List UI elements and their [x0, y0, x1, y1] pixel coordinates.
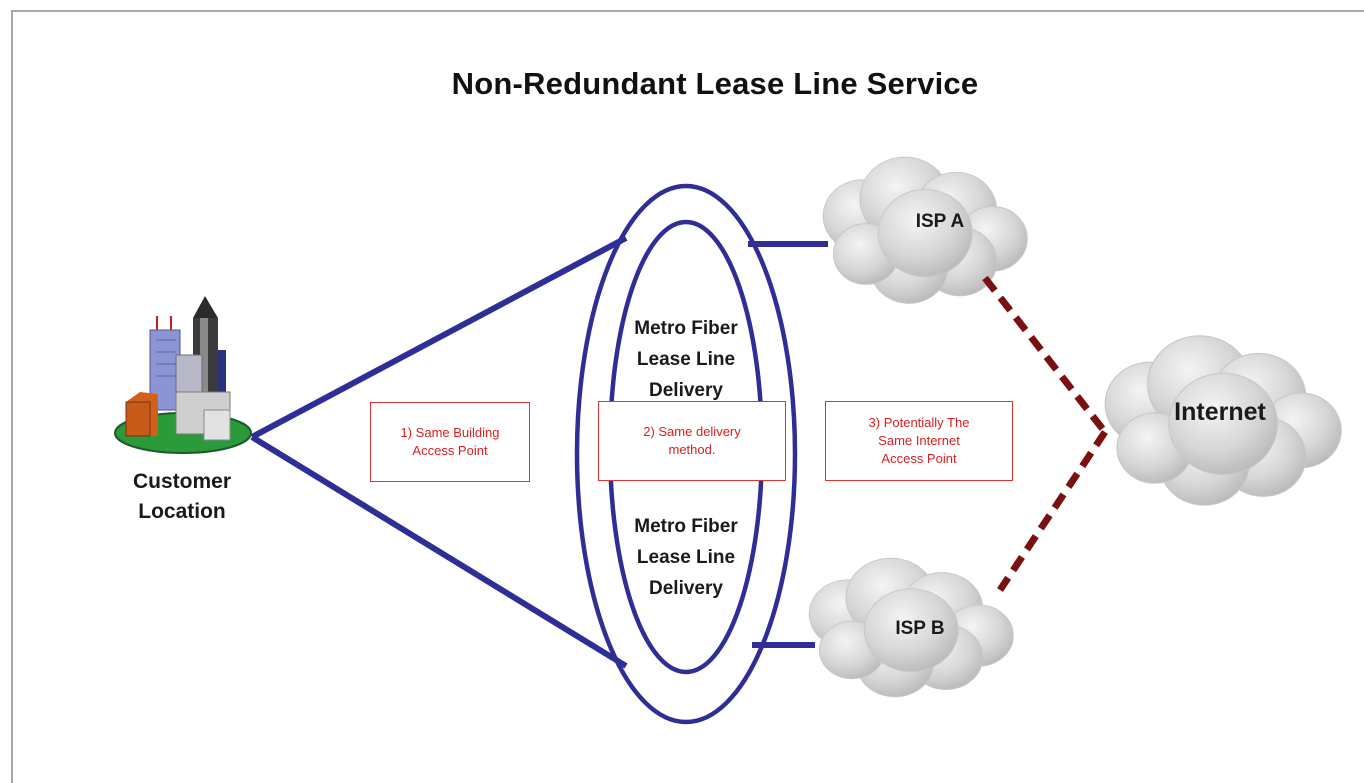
metro-bottom-line3: Delivery — [649, 578, 723, 599]
customer-label-line2: Location — [138, 500, 226, 523]
building-icon — [114, 296, 252, 454]
customer-label-line1: Customer — [132, 470, 232, 493]
note3-line1: 3) Potentially The — [868, 415, 970, 430]
note-same-building: 1) Same Building Access Point — [370, 402, 530, 482]
note1-line2: Access Point — [412, 443, 488, 458]
customer-location-label: Customer Location — [112, 467, 252, 527]
frame-border — [11, 10, 1364, 783]
metro-fiber-label-top: Metro Fiber Lease Line Delivery — [586, 313, 786, 406]
customer-top-link — [250, 235, 628, 440]
note1-line1: 1) Same Building — [400, 425, 500, 440]
note2-line1: 2) Same delivery — [643, 424, 741, 439]
internet-label: Internet — [1174, 398, 1266, 426]
note-same-internet-access: 3) Potentially The Same Internet Access … — [825, 401, 1013, 481]
note3-line2: Same Internet — [878, 433, 960, 448]
isp-a-internet-link — [982, 275, 1108, 435]
metro-bottom-line2: Lease Line — [636, 547, 736, 568]
outer-delivery-ellipse — [574, 183, 798, 725]
metro-top-line2: Lease Line — [636, 349, 736, 370]
isp-a-label: ISP A — [915, 211, 965, 232]
isp-b-label: ISP B — [895, 618, 945, 639]
note-same-delivery: 2) Same delivery method. — [598, 401, 786, 481]
metro-fiber-label-bottom: Metro Fiber Lease Line Delivery — [586, 511, 786, 604]
note2-line2: method. — [668, 442, 716, 457]
metro-top-line1: Metro Fiber — [634, 318, 738, 339]
metro-bottom-line1: Metro Fiber — [634, 516, 738, 537]
customer-bottom-link — [250, 434, 628, 669]
metro-top-line3: Delivery — [649, 380, 723, 401]
isp-b-internet-link — [997, 430, 1108, 592]
diagram-title: Non-Redundant Lease Line Service — [451, 66, 979, 101]
note3-line3: Access Point — [881, 451, 957, 466]
